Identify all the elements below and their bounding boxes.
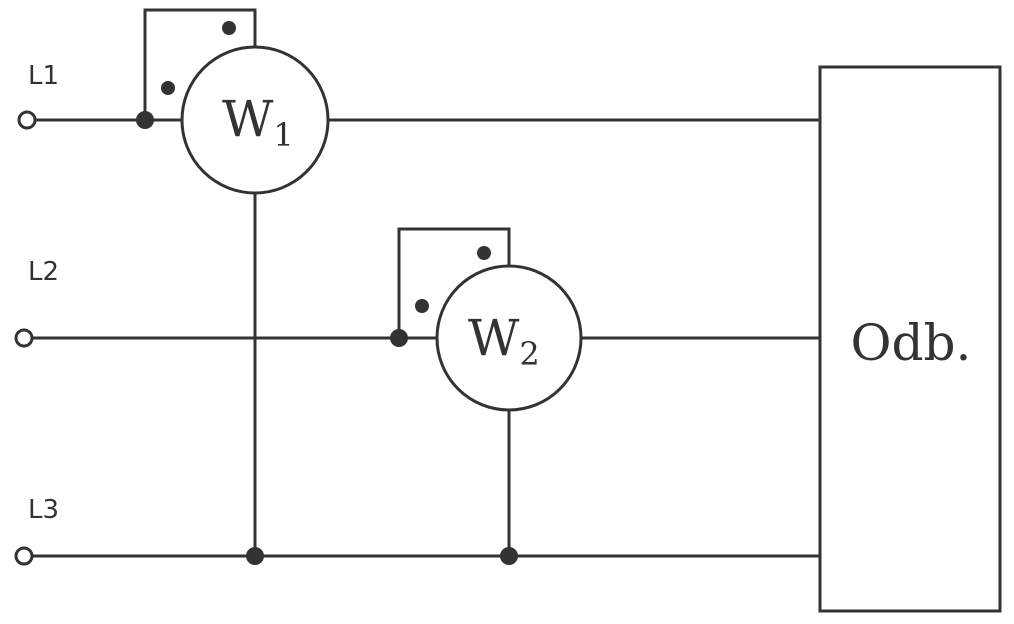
label-l2: L2 [28,257,59,287]
wattmeter-w2-label: W2 [468,309,540,373]
w1-polarity-dot-current [161,81,175,95]
load-box [818,65,1002,613]
load-label: Odb. [851,314,972,372]
wattmeter-w1 [180,45,330,195]
label-l3: L3 [28,495,59,525]
junction-w2-l2 [390,329,408,347]
terminal-l2 [14,328,34,348]
label-l1: L1 [28,61,59,91]
w2-polarity-dot-current [415,299,429,313]
w2-voltage-loop [397,227,511,338]
junction-w1-l3 [246,547,264,565]
w1-polarity-dot-voltage [222,21,236,35]
junction-w2-l3 [500,547,518,565]
terminal-l3 [14,546,34,566]
junction-w1-l1 [136,111,154,129]
terminal-l1 [17,110,37,130]
w2-polarity-dot-voltage [477,246,491,260]
wattmeter-w2 [435,264,583,412]
w1-voltage-loop [143,8,257,120]
wattmeter-w1-label: W1 [222,90,294,154]
